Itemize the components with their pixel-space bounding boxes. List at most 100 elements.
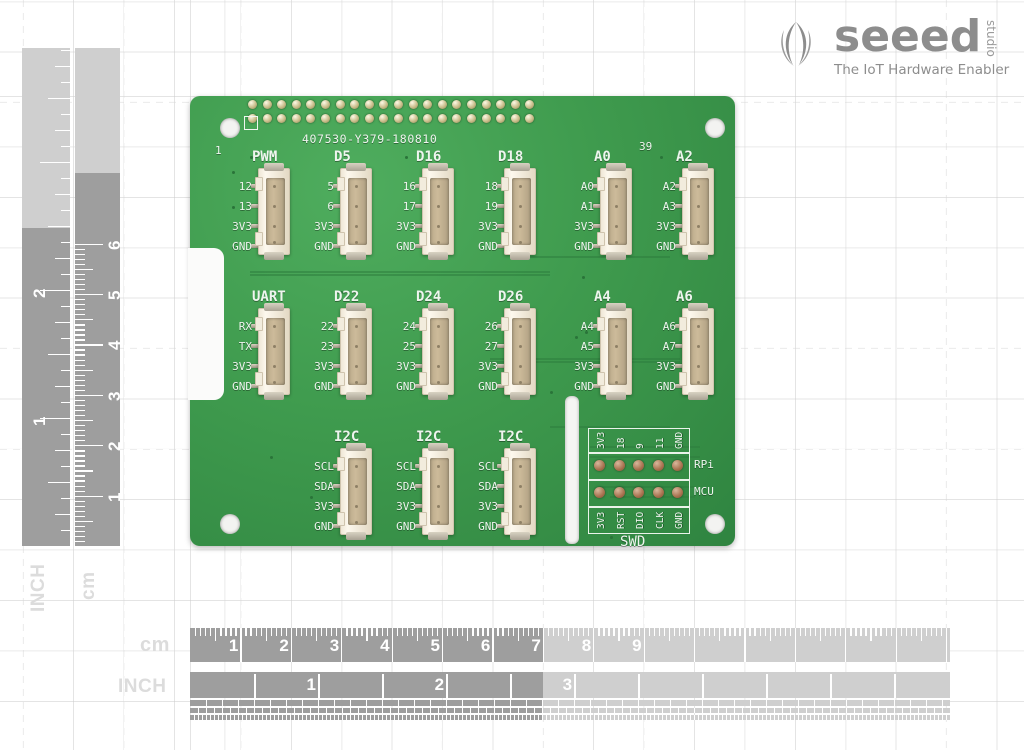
bottom-cm-tick-90 [643, 628, 645, 662]
connector-tab-bottom [606, 252, 626, 260]
left-cm-tick-11 [75, 490, 85, 492]
connector-1-2[interactable] [337, 163, 372, 260]
bottom-subscale-3-tick-176 [894, 715, 896, 720]
left-inch-tick-15 [61, 305, 70, 308]
connector-2-5[interactable] [597, 303, 632, 400]
connector-pin-label-1-4-1: 18 [484, 180, 498, 193]
bottom-subscale-3-tick-82 [518, 715, 520, 720]
bottom-subscale-1-tick-43 [878, 700, 880, 706]
swd-pad-mcu-2 [613, 487, 625, 498]
bottom-subscale-3-tick-97 [578, 715, 580, 720]
connector-lip-top [419, 457, 427, 471]
connector-lip-bottom [597, 232, 605, 246]
bottom-subscale-1-tick-31 [686, 700, 688, 706]
swd-top-label-3: 9 [635, 443, 646, 449]
connector-solder-pad-2-2-3 [333, 364, 344, 368]
bottom-subscale-3-tick-134 [726, 715, 728, 720]
bottom-subscale-3-tick-136 [734, 715, 736, 720]
connector-lip-top [679, 177, 687, 191]
connector-solder-pad-2-2-2 [333, 344, 344, 348]
connector-2-6[interactable] [679, 303, 714, 400]
pcb-via-10 [660, 156, 663, 159]
connector-contact-3 [355, 225, 358, 228]
bottom-inch-halftick-11 [894, 674, 896, 698]
connector-3-3[interactable] [501, 443, 536, 540]
connector-tab-top [688, 303, 708, 311]
connector-1-4[interactable] [501, 163, 536, 260]
bottom-subscale-3-tick-174 [886, 715, 888, 720]
connector-solder-pad-3-2-4 [415, 524, 426, 528]
bottom-cm-tick-62 [502, 628, 504, 636]
connector-contact-3 [519, 225, 522, 228]
connector-contact-4 [355, 521, 358, 524]
bottom-subscale-2-tick-55 [630, 708, 632, 713]
bottom-cm-tick-22 [300, 628, 303, 636]
connector-1-1[interactable] [255, 163, 290, 260]
bottom-inch-halftick-7 [638, 674, 640, 698]
bottom-subscale-2-tick-82 [846, 708, 848, 713]
connector-3-1[interactable] [337, 443, 372, 540]
left-cm-tick-50 [75, 294, 103, 296]
left-cm-tick-7 [75, 510, 85, 513]
connector-pin-label-1-6-2: A3 [662, 200, 676, 213]
bottom-cm-tick-35 [366, 628, 368, 641]
bottom-subscale-1-tick-38 [798, 700, 800, 706]
connector-solder-pad-1-2-2 [333, 204, 344, 208]
connector-solder-pad-3-2-3 [415, 504, 426, 508]
bottom-subscale-3-tick-102 [598, 715, 600, 720]
bottom-subscale-2-tick-79 [822, 708, 824, 713]
connector-2-3[interactable] [419, 303, 454, 400]
bottom-subscale-3-tick-123 [682, 715, 684, 720]
bottom-cm-tick-79 [588, 628, 590, 636]
connector-tab-bottom [346, 252, 366, 260]
bottom-cm-tick-122 [804, 628, 807, 636]
bottom-inch-halftick-1 [254, 674, 256, 698]
connector-1-3[interactable] [419, 163, 454, 260]
bottom-subscale-2-tick-40 [510, 708, 512, 713]
connector-pin-label-2-5-2: A5 [580, 340, 594, 353]
connector-cavity [690, 178, 709, 245]
bottom-subscale-3-tick-57 [418, 715, 420, 720]
connector-tab-bottom [346, 392, 366, 400]
pcb-trace-3 [490, 361, 680, 363]
header-pin-10 [306, 114, 316, 123]
connector-pin-label-1-2-1: 5 [327, 180, 334, 193]
bottom-subscale-1-light [542, 700, 950, 706]
bottom-subscale-1-tick-33 [718, 700, 720, 706]
bottom-cm-tick-87 [628, 628, 630, 636]
pcb-via-2 [232, 246, 235, 249]
bottom-cm-tick-93 [658, 628, 661, 636]
bottom-cm-tick-109 [739, 628, 741, 636]
connector-contact-4 [519, 381, 522, 384]
bottom-cm-tick-45 [416, 628, 419, 641]
header-pin-34 [481, 114, 491, 123]
connector-2-1[interactable] [255, 303, 290, 400]
connector-2-4[interactable] [501, 303, 536, 400]
bottom-subscale-3-tick-55 [410, 715, 412, 720]
swd-title: SWD [620, 534, 646, 550]
connector-tab-bottom [606, 392, 626, 400]
bottom-subscale-2-tick-4 [222, 708, 224, 713]
connector-pin-label-3-1-4: GND [314, 520, 334, 533]
connector-contact-4 [437, 241, 440, 244]
connector-1-5[interactable] [597, 163, 632, 260]
left-inch-tick-6 [55, 449, 70, 452]
bottom-cm-tick-84 [613, 628, 615, 636]
left-cm-tick-20 [75, 445, 103, 447]
left-cm-tick-46 [75, 314, 85, 316]
bottom-cm-tick-61 [497, 628, 499, 636]
connector-3-2[interactable] [419, 443, 454, 540]
bottom-subscale-2-tick-18 [334, 708, 336, 713]
left-cm-tick-28 [75, 404, 85, 407]
left-cm-tick-40 [75, 344, 103, 346]
connector-1-6[interactable] [679, 163, 714, 260]
left-cm-tick-2 [75, 535, 85, 538]
bottom-subscale-3-tick-90 [550, 715, 552, 720]
bottom-subscale-3-tick-114 [646, 715, 648, 720]
connector-solder-pad-2-6-2 [675, 344, 686, 348]
left-cm-tick-18 [75, 455, 85, 457]
bottom-cm-tick-37 [376, 628, 378, 636]
bottom-cm-tick-116 [774, 628, 776, 636]
swd-bottom-label-3: DIO [635, 511, 646, 529]
connector-2-2[interactable] [337, 303, 372, 400]
